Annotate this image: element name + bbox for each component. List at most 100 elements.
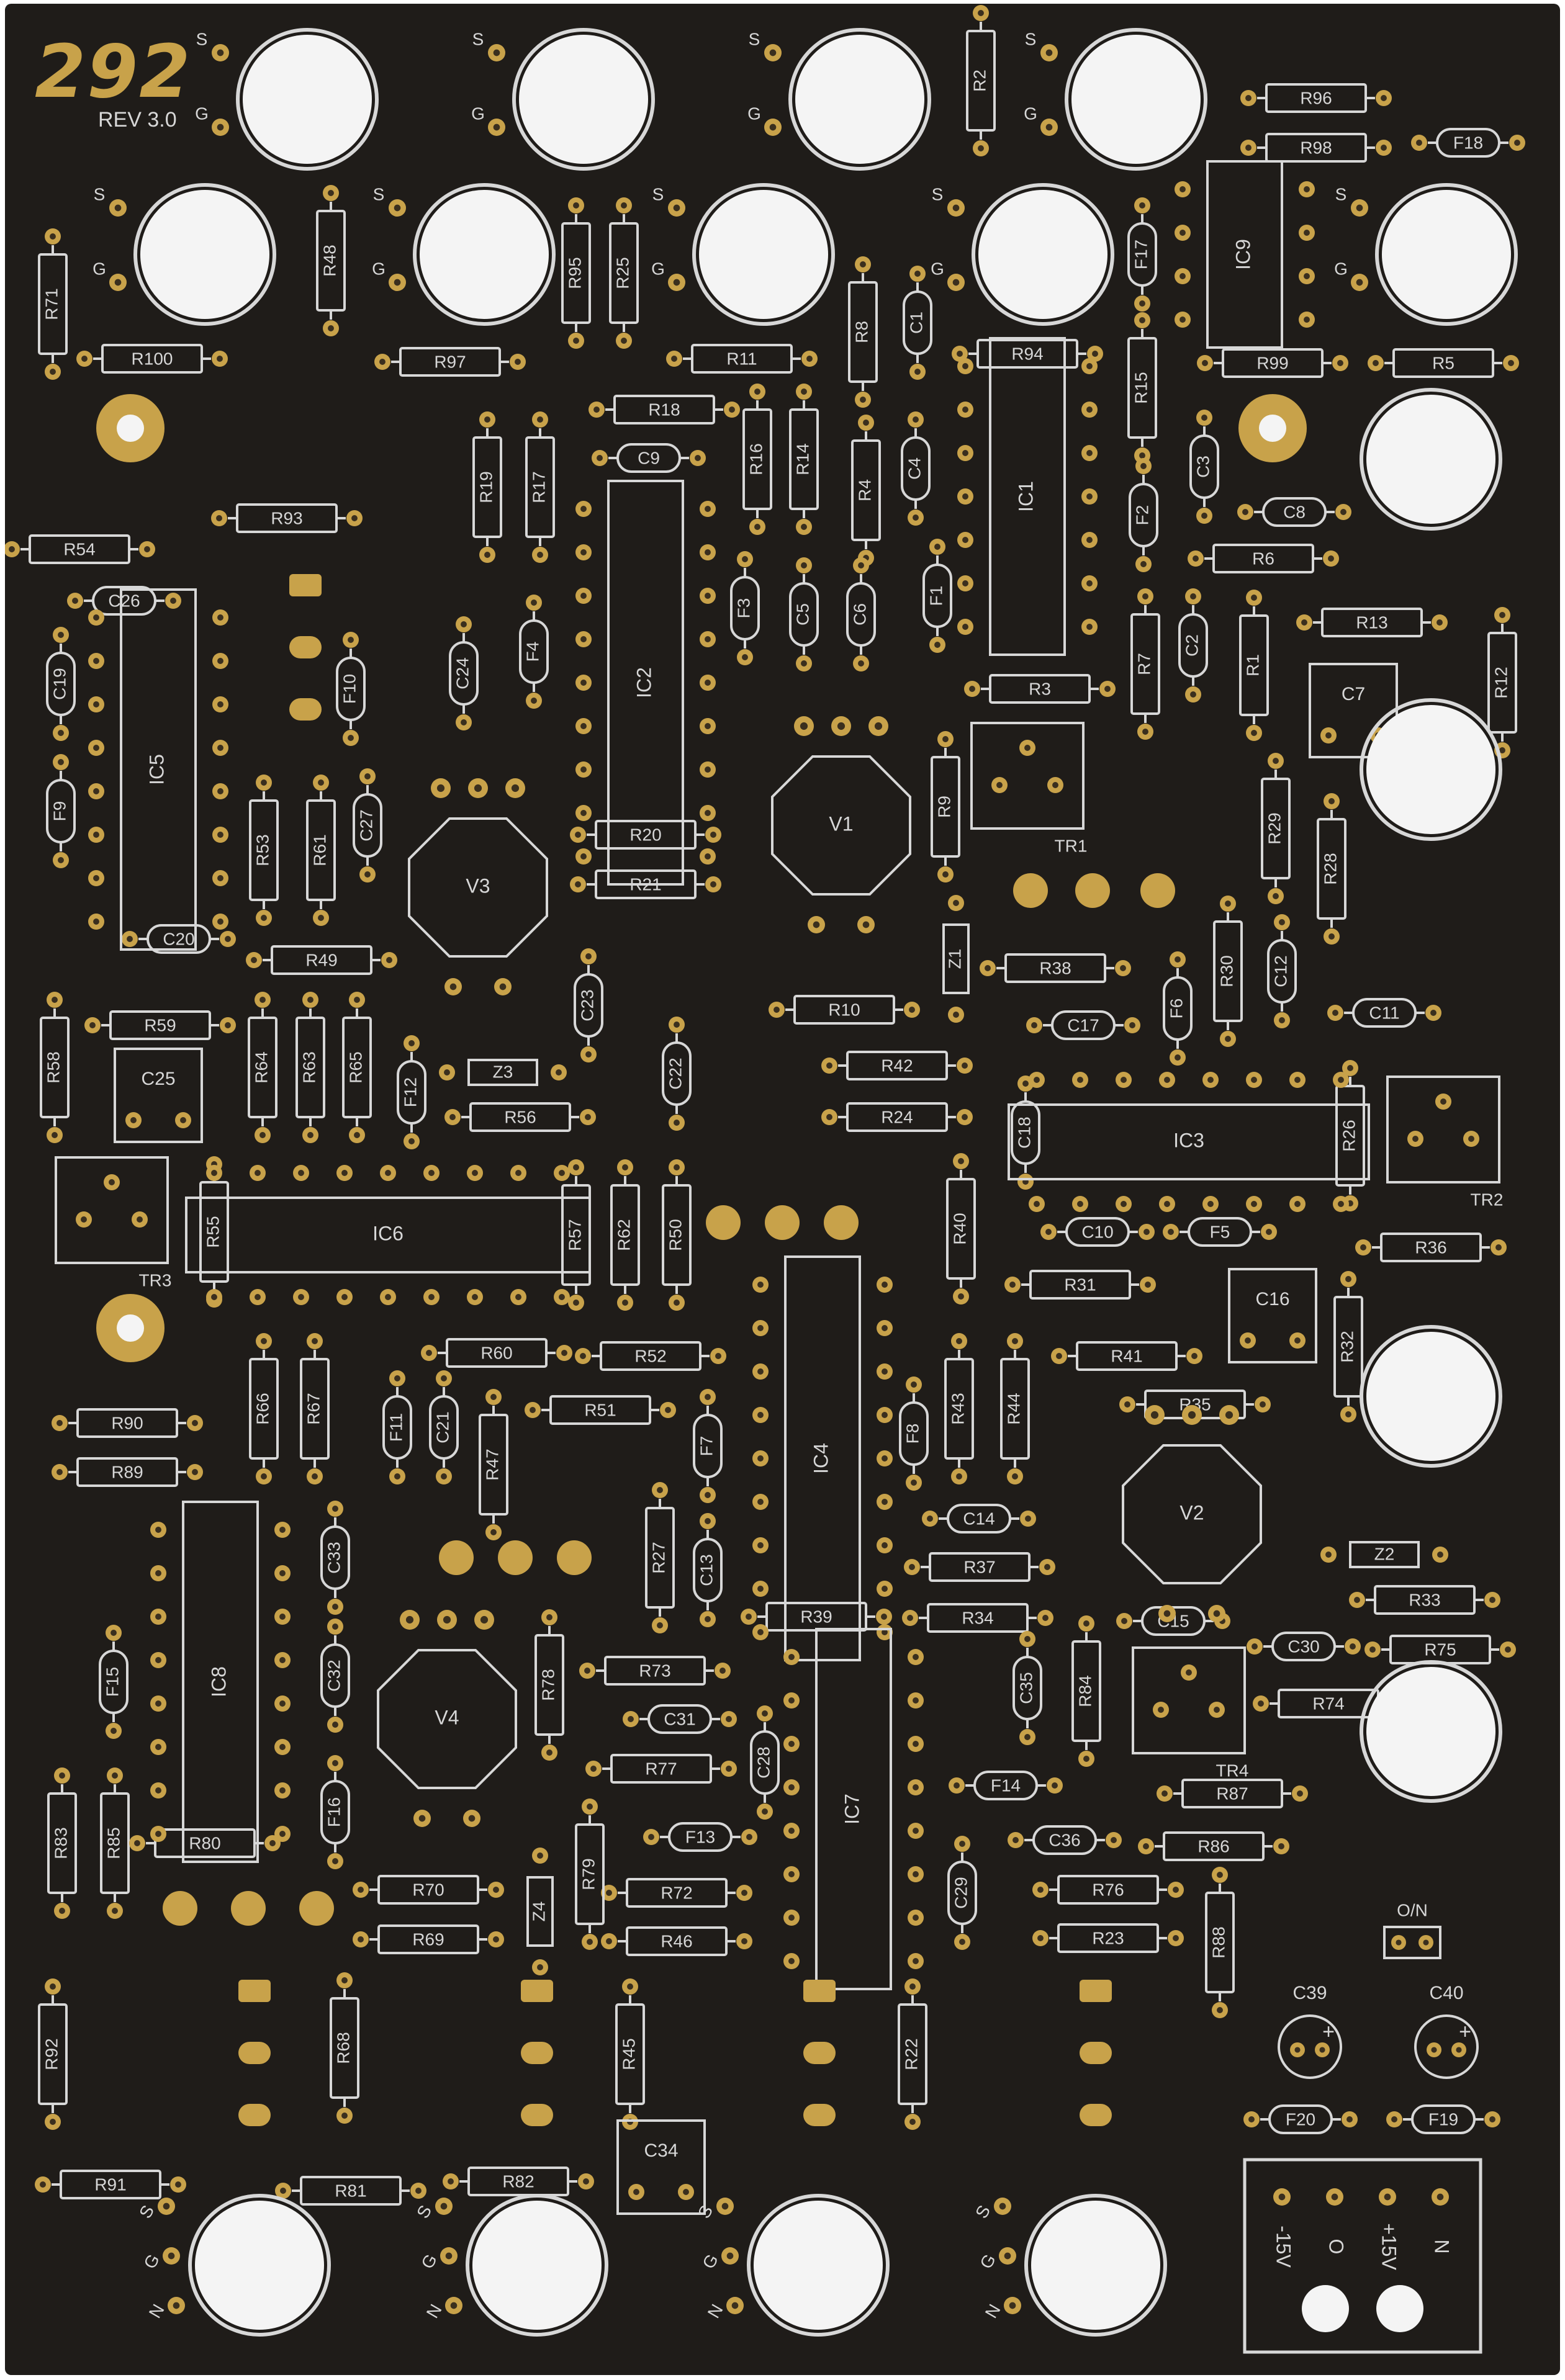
component-label: R79 (579, 1858, 598, 1890)
zener-Z2: Z2 (1320, 1541, 1448, 1568)
board-revision: REV 3.0 (98, 108, 177, 132)
test-pad (706, 1205, 741, 1240)
component-label: R31 (1064, 1275, 1096, 1294)
component-label: C24 (453, 657, 472, 689)
component-label: R18 (648, 400, 680, 419)
capacitor-C13: C13 (693, 1513, 723, 1627)
component-label: R15 (1131, 372, 1150, 403)
component-label: R6 (1252, 549, 1274, 568)
resistor-R75: R75 (1364, 1635, 1516, 1664)
vca-V3: V3 (408, 778, 548, 995)
component-label: TR2 (1471, 1190, 1504, 1209)
capacitor-C31: C31 (623, 1704, 737, 1734)
component-label: R48 (320, 245, 339, 276)
led-hole (1366, 705, 1495, 834)
component-label: F9 (50, 801, 69, 822)
component-label: F5 (1210, 1222, 1230, 1241)
capacitor-C28: C28 (750, 1705, 780, 1820)
capacitor-C39: C39+ (1278, 1983, 1342, 2079)
component-label: C7 (1342, 684, 1365, 704)
resistor-R59: R59 (84, 1010, 236, 1040)
component-label: F14 (991, 1776, 1021, 1795)
zener-Z1: Z1 (942, 895, 970, 1023)
capacitor-F14: F14 (949, 1771, 1063, 1800)
resistor-R63: R63 (295, 992, 325, 1143)
component-label: R50 (665, 1219, 685, 1251)
component-label: C34 (644, 2140, 678, 2161)
component-label: R47 (482, 1448, 502, 1480)
component-label: R63 (299, 1051, 318, 1083)
resistor-R8: R8 (848, 256, 878, 408)
component-label: TR4 (1216, 1761, 1249, 1780)
component-label: V1 (829, 812, 853, 835)
component-label: R10 (828, 1000, 860, 1019)
resistor-R61: R61 (306, 775, 336, 926)
capacitor-C21: C21 (429, 1370, 459, 1484)
component-label: F1 (926, 586, 945, 606)
resistor-R25: R25 (609, 197, 639, 349)
capacitor-C34: C34 (616, 2119, 706, 2215)
component-label: R33 (1409, 1590, 1440, 1609)
component-label: R84 (1075, 1675, 1094, 1707)
resistor-R100: R100 (76, 344, 228, 374)
resistor-R42: R42 (821, 1051, 973, 1080)
resistor-R16: R16 (742, 384, 772, 535)
capacitor-C23: C23 (574, 948, 603, 1062)
jack-J3: SG (747, 28, 931, 171)
component-label: C11 (1369, 1003, 1399, 1022)
resistor-R76: R76 (1032, 1875, 1184, 1905)
component-label: R46 (661, 1931, 692, 1951)
component-label: IC9 (1232, 239, 1254, 270)
resistor-R24: R24 (821, 1102, 973, 1132)
component-label: C28 (754, 1746, 773, 1778)
resistor-R60: R60 (421, 1338, 572, 1368)
component-label: C31 (664, 1709, 695, 1728)
component-label: C19 (50, 668, 69, 699)
vca-V2: V2 (1122, 1405, 1262, 1622)
resistor-R93: R93 (211, 503, 363, 533)
trimmer-TR1: TR1 (970, 722, 1087, 855)
resistor-R58: R58 (40, 992, 70, 1143)
resistor-R33: R33 (1349, 1585, 1500, 1615)
test-pad (1075, 873, 1110, 908)
jack-pin-label: G (471, 104, 485, 123)
jack-J9: SG (1334, 183, 1518, 326)
component-label: R92 (42, 2038, 61, 2070)
component-label: V2 (1179, 1501, 1204, 1524)
capacitor-C3: C3 (1189, 410, 1219, 524)
resistor-R20: R20 (570, 820, 721, 850)
jack-pin-label: G (651, 259, 665, 278)
component-label: R7 (1134, 653, 1153, 675)
component-label: R1 (1243, 654, 1262, 676)
resistor-R95: R95 (561, 197, 591, 349)
power-pin-label: N (1431, 2239, 1453, 2253)
component-label: F10 (340, 674, 359, 704)
jack-pin-label: S (135, 2202, 158, 2222)
jack-J4: SG (1024, 28, 1207, 171)
component-label: IC1 (1014, 481, 1037, 512)
component-label: F4 (523, 642, 542, 662)
component-label: F20 (1286, 2109, 1315, 2129)
component-label: C1 (906, 312, 926, 334)
component-label: C14 (963, 1509, 994, 1528)
component-label: R70 (412, 1880, 444, 1899)
ic-IC3: IC3 (1008, 1072, 1370, 1212)
mounting-hole (1259, 415, 1286, 442)
resistor-R1: R1 (1239, 590, 1269, 741)
jack-hole (519, 35, 648, 164)
component-label: R49 (305, 950, 337, 969)
resistor-R70: R70 (353, 1875, 504, 1905)
component-label: C33 (324, 1542, 343, 1573)
resistor-R2: R2 (966, 5, 996, 156)
ic-IC2: IC2 (575, 480, 716, 886)
component-label: R5 (1432, 353, 1455, 372)
resistor-R3: R3 (964, 674, 1116, 704)
capacitor-C20: C20 (122, 924, 236, 954)
component-label: R44 (1004, 1393, 1023, 1424)
jack-pin-label: N (145, 2301, 168, 2321)
component-label: R51 (584, 1400, 616, 1419)
jack-J7: SG (651, 183, 835, 326)
resistor-R52: R52 (575, 1341, 726, 1371)
component-label: F15 (102, 1667, 122, 1697)
component-label: R100 (132, 349, 173, 368)
